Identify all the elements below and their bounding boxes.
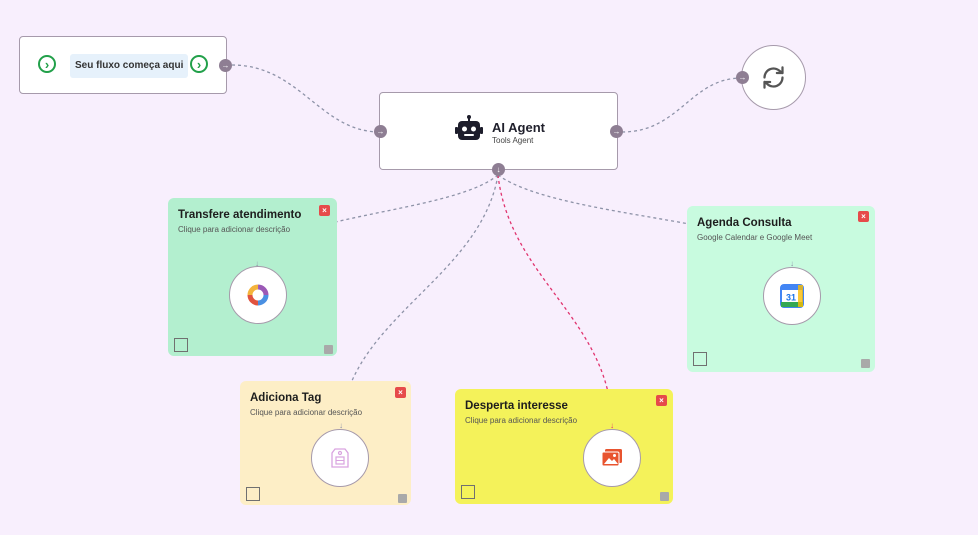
- wire-agent-to-loop: [621, 77, 743, 133]
- resize-handle[interactable]: [660, 492, 669, 501]
- tool-node-chatwoot[interactable]: [229, 266, 287, 324]
- close-button[interactable]: ×: [395, 387, 406, 398]
- chevron-right-circle-icon: ›: [38, 55, 56, 73]
- close-button[interactable]: ×: [656, 395, 667, 406]
- calendar-day: 31: [786, 293, 796, 303]
- start-label: Seu fluxo começa aqui: [70, 54, 189, 78]
- tool-input-port: ↓: [610, 421, 614, 430]
- tool-node-tag[interactable]: [311, 429, 369, 487]
- tool-input-port: ↓: [790, 259, 794, 268]
- ai-agent-node[interactable]: AI Agent Tools Agent: [379, 92, 618, 170]
- tool-card-desperta-interesse[interactable]: Desperta interesse Clique para adicionar…: [455, 389, 673, 504]
- sync-input-port[interactable]: →: [736, 71, 749, 84]
- chevron-right-circle-icon: ›: [190, 55, 208, 73]
- agent-output-port[interactable]: →: [610, 125, 623, 138]
- agent-title: AI Agent: [492, 120, 545, 135]
- close-button[interactable]: ×: [858, 211, 869, 222]
- agent-tools-port[interactable]: ↓: [492, 163, 505, 176]
- card-title: Adiciona Tag: [250, 392, 322, 404]
- card-description[interactable]: Clique para adicionar descrição: [178, 225, 291, 234]
- select-checkbox[interactable]: [246, 487, 260, 501]
- agent-input-port[interactable]: →: [374, 125, 387, 138]
- card-title: Agenda Consulta: [697, 217, 792, 229]
- image-gallery-icon: [601, 449, 622, 467]
- resize-handle[interactable]: [324, 345, 333, 354]
- resize-handle[interactable]: [398, 494, 407, 503]
- sync-node[interactable]: [741, 45, 806, 110]
- agent-subtitle: Tools Agent: [492, 136, 534, 145]
- select-checkbox[interactable]: [693, 352, 707, 366]
- tool-input-port: ↓: [255, 259, 259, 268]
- tool-node-google-calendar[interactable]: 31: [763, 267, 821, 325]
- wire-start-to-agent: [231, 64, 381, 133]
- card-description[interactable]: Clique para adicionar descrição: [465, 416, 578, 425]
- chatwoot-icon: [247, 284, 269, 306]
- start-output-port[interactable]: →: [219, 59, 232, 72]
- select-checkbox[interactable]: [174, 338, 188, 352]
- card-title: Transfere atendimento: [178, 209, 302, 221]
- card-title: Desperta interesse: [465, 400, 568, 412]
- google-calendar-icon: 31: [780, 284, 804, 308]
- card-description[interactable]: Google Calendar e Google Meet: [697, 233, 813, 242]
- select-checkbox[interactable]: [461, 485, 475, 499]
- robot-icon: [455, 115, 483, 140]
- card-description[interactable]: Clique para adicionar descrição: [250, 408, 363, 417]
- sync-icon: [763, 66, 784, 89]
- tag-icon: [331, 448, 349, 468]
- close-button[interactable]: ×: [319, 205, 330, 216]
- tool-input-port: ↓: [339, 421, 343, 430]
- resize-handle[interactable]: [861, 359, 870, 368]
- tool-node-image[interactable]: [583, 429, 641, 487]
- start-node[interactable]: › Seu fluxo começa aqui ›: [19, 36, 227, 94]
